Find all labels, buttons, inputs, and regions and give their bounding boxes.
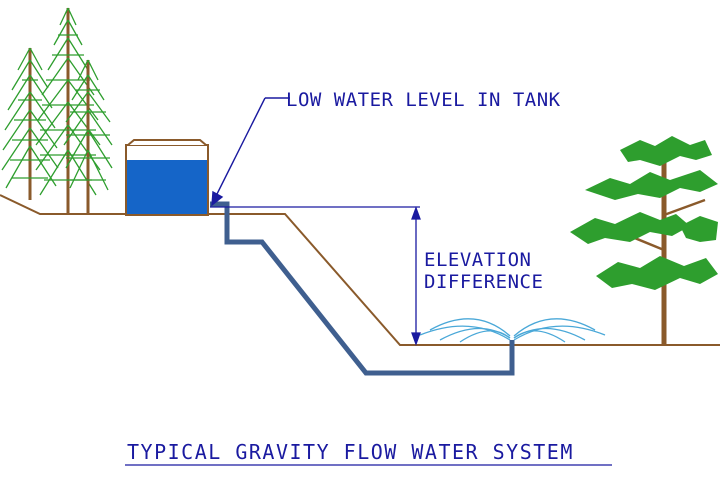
elevation-label-line1: ELEVATION — [424, 249, 531, 271]
water-tank-icon — [125, 139, 209, 216]
pine-tree-icon — [1, 47, 59, 200]
diagram-title: TYPICAL GRAVITY FLOW WATER SYSTEM — [127, 440, 574, 464]
low-water-level-label: LOW WATER LEVEL IN TANK — [286, 89, 561, 111]
sprinkler-icon — [419, 318, 606, 343]
supply-pipe — [210, 201, 515, 376]
pine-trees — [1, 7, 113, 213]
leafy-tree-icon — [570, 136, 718, 345]
elevation-label-line2: DIFFERENCE — [424, 271, 543, 293]
ground-profile — [0, 194, 720, 346]
elevation-dimension — [210, 206, 421, 346]
low-water-leader — [211, 97, 290, 207]
pine-tree-icon — [35, 7, 101, 213]
pine-tree-icon — [63, 59, 113, 213]
